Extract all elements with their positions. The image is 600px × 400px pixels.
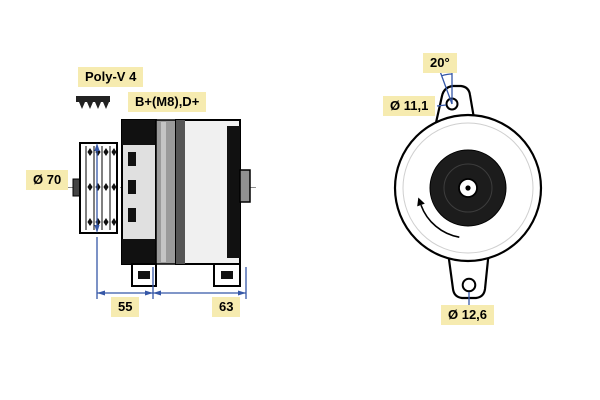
alternator-body bbox=[121, 119, 251, 265]
bottom-mounting-lug bbox=[446, 248, 491, 300]
rear-cover-band bbox=[227, 126, 240, 258]
pulley-side bbox=[79, 142, 118, 234]
dimension-55 bbox=[96, 237, 154, 299]
b-plus-terminal bbox=[239, 169, 251, 203]
dimension-63 bbox=[153, 267, 247, 299]
bottom-hole-diameter-label: Ø 12,6 bbox=[441, 305, 495, 325]
mounting-feet bbox=[131, 263, 241, 287]
bottom-lug-hole bbox=[461, 277, 477, 293]
dimension-55-label: 55 bbox=[111, 297, 140, 317]
alternator-side-view bbox=[66, 119, 258, 287]
dimension-pulley-diameter bbox=[94, 143, 100, 233]
top-hole-leader bbox=[436, 104, 447, 107]
lug-angle-label: 20° bbox=[423, 53, 457, 73]
dimension-63-label: 63 bbox=[212, 297, 241, 317]
pulley-diameter-label: Ø 70 bbox=[26, 170, 69, 190]
top-hole-diameter-label: Ø 11,1 bbox=[383, 96, 436, 116]
terminals-label: B+(M8),D+ bbox=[128, 92, 207, 112]
shaft-nut bbox=[72, 178, 81, 197]
rotation-direction-arrow bbox=[417, 197, 460, 238]
shaft-center-dot bbox=[465, 185, 471, 191]
alternator-front-view bbox=[393, 62, 543, 305]
belt-type-label: Poly-V 4 bbox=[78, 67, 144, 87]
poly-v-belt-icon bbox=[76, 96, 110, 109]
housing-inner-ring bbox=[402, 122, 534, 254]
